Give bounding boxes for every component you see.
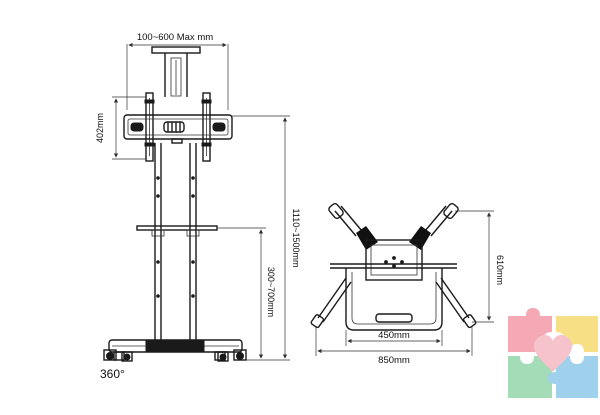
rotation-label: 360° [100, 367, 125, 381]
dim-outer-width: 850mm [315, 326, 473, 366]
puzzle-logo [508, 308, 598, 398]
lower-right-leg [435, 277, 477, 329]
shelf-tray [345, 268, 443, 331]
dim-vesa-width: 100~600 Max mm [126, 32, 229, 110]
dim-shelf-height: 300~700mm [218, 227, 276, 361]
upper-right-leg [409, 202, 459, 250]
right-vesa-arm [202, 92, 211, 162]
front-view-stand [103, 46, 247, 362]
casters [103, 349, 247, 362]
dim-total-height: 1110~1500mm [232, 115, 301, 361]
top-cap [151, 46, 201, 54]
vesa-width-label: 100~600 Max mm [137, 32, 213, 43]
dim-inner-width: 450mm [345, 330, 443, 346]
shelf-height-label: 300~700mm [266, 267, 276, 317]
heart-icon [534, 335, 572, 372]
top-view-base [310, 202, 477, 331]
vesa-height-label: 402mm [95, 113, 105, 143]
dim-base-depth: 610mm [455, 210, 505, 323]
outer-width-label: 850mm [378, 355, 410, 366]
puzzle-piece-green [508, 356, 552, 398]
base-depth-label: 610mm [495, 255, 505, 285]
upper-left-leg [328, 202, 378, 250]
lower-left-leg [310, 277, 352, 329]
inner-width-label: 450mm [378, 330, 410, 341]
center-plate [365, 239, 423, 281]
total-height-label: 1110~1500mm [291, 209, 301, 268]
shelf [136, 225, 218, 231]
dim-vesa-height: 402mm [95, 96, 146, 160]
left-vesa-arm [145, 92, 154, 162]
puzzle-piece-blue [548, 356, 598, 398]
base-frame [108, 339, 243, 353]
